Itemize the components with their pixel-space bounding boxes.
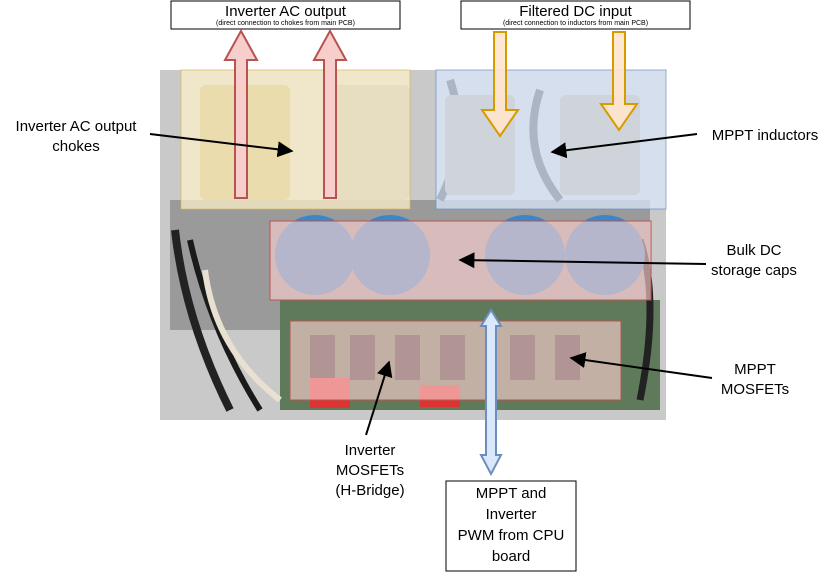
pwm-box-line1: MPPT and bbox=[476, 485, 547, 502]
caps-label-line1: Bulk DC bbox=[726, 242, 781, 259]
dc-input-arrow-right bbox=[599, 31, 639, 132]
inverter-mosfets-pointer-arrow bbox=[365, 360, 393, 436]
dc-input-arrow-left bbox=[480, 31, 520, 138]
dc-input-title: Filtered DC input bbox=[519, 3, 632, 20]
inverter-mosfets-label-line2: MOSFETs bbox=[336, 462, 404, 479]
pwm-box-line2: Inverter bbox=[486, 506, 537, 523]
chokes-pointer-arrow bbox=[149, 133, 294, 158]
mppt-mosfets-label-line2: MOSFETs bbox=[721, 381, 789, 398]
caps-label-line2: storage caps bbox=[711, 262, 797, 279]
dc-input-box: Filtered DC input (direct connection to … bbox=[460, 0, 691, 30]
mosfets-region bbox=[289, 320, 622, 401]
inverter-mosfets-label-line1: Inverter bbox=[345, 442, 396, 459]
pwm-box-line4: board bbox=[492, 548, 530, 565]
ac-output-title: Inverter AC output bbox=[225, 3, 347, 20]
inverter-mosfets-label-line3: (H-Bridge) bbox=[335, 482, 404, 499]
inductors-pointer-arrow bbox=[550, 133, 698, 159]
dc-input-subtitle: (direct connection to inductors from mai… bbox=[503, 20, 648, 27]
inductors-label: MPPT inductors bbox=[712, 127, 818, 144]
mppt-mosfets-pointer-arrow bbox=[569, 352, 713, 379]
ac-output-arrow-left bbox=[223, 28, 259, 199]
ac-output-box: Inverter AC output (direct connection to… bbox=[170, 0, 401, 30]
chokes-label-line1: Inverter AC output bbox=[16, 118, 138, 135]
pwm-double-arrow bbox=[479, 308, 503, 477]
caps-pointer-arrow bbox=[458, 252, 707, 269]
pwm-box-line3: PWM from CPU bbox=[458, 527, 565, 544]
chokes-label-line2: chokes bbox=[52, 138, 100, 155]
inductors-region bbox=[435, 69, 667, 210]
chokes-region bbox=[180, 69, 411, 210]
ac-output-arrow-right bbox=[312, 28, 348, 199]
pwm-box: MPPT and Inverter PWM from CPU board bbox=[445, 480, 577, 572]
mppt-mosfets-label-line1: MPPT bbox=[734, 361, 776, 378]
ac-output-subtitle: (direct connection to chokes from main P… bbox=[216, 20, 355, 27]
